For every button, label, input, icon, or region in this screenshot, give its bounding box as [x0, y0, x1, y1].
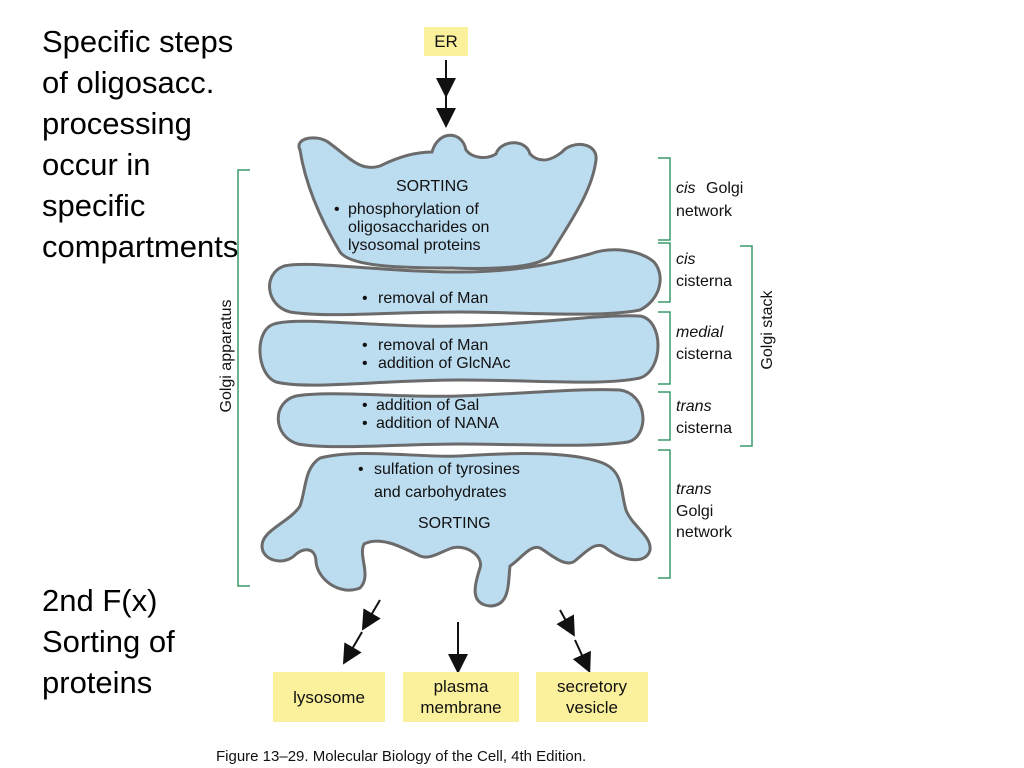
trans-network-bullet: •	[358, 461, 364, 478]
bracket-cis-cisterna	[658, 242, 671, 303]
plasma-membrane-box	[403, 672, 519, 722]
cis-network-sorting: SORTING	[396, 178, 469, 195]
figure-caption: Figure 13–29. Molecular Biology of the C…	[216, 748, 587, 765]
bracket-cis-golgi-network	[658, 157, 671, 241]
arrow-to-secretory-2	[572, 639, 591, 674]
cis-network-line2: oligosaccharides on	[348, 219, 489, 236]
cis-network-line1: phosphorylation of	[348, 201, 479, 218]
label-cis-network-italic: cis	[676, 180, 696, 197]
arrow-to-lysosome-1	[361, 599, 381, 631]
medial-line2: addition of GlcNAc	[378, 355, 511, 372]
label-trans-cisterna-line2: cisterna	[676, 420, 732, 437]
cis-golgi-network-shape	[297, 133, 598, 270]
label-trans-network-italic: trans	[676, 481, 712, 498]
label-cis-cisterna-italic: cis	[676, 251, 696, 268]
golgi-apparatus-label: Golgi apparatus	[218, 300, 235, 413]
trans-line1: addition of Gal	[376, 397, 479, 414]
bracket-medial-cisterna	[658, 311, 671, 385]
left-note-compartments: Specific steps of oligosacc. processing …	[42, 24, 239, 264]
secretory-label-line2: vesicle	[566, 698, 618, 717]
cis-cisterna-bullet: •	[362, 290, 368, 307]
label-cis-cisterna-line2: cisterna	[676, 273, 732, 290]
cis-cisterna-shape	[268, 248, 662, 317]
left-note-sorting: 2nd F(x) Sorting of proteins	[42, 583, 175, 700]
golgi-stack-bracket	[740, 245, 753, 447]
label-cis-network-line2: network	[676, 203, 733, 220]
medial-bullet-2: •	[362, 355, 368, 372]
trans-bullet-1: •	[362, 397, 368, 414]
trans-bullet-2: •	[362, 415, 368, 432]
bracket-trans-cisterna	[658, 391, 671, 441]
lysosome-box	[273, 672, 385, 722]
er-label: ER	[434, 32, 458, 51]
arrow-to-secretory-1	[556, 609, 575, 637]
label-trans-network-line3: network	[676, 524, 733, 541]
arrow-to-lysosome-2	[342, 631, 363, 665]
trans-network-line1: sulfation of tyrosines	[374, 461, 520, 478]
plasma-label-line2: membrane	[420, 698, 501, 717]
trans-network-line2: and carbohydrates	[374, 484, 507, 501]
label-medial-italic: medial	[676, 324, 724, 341]
label-trans-network-line2: Golgi	[676, 503, 713, 520]
bracket-trans-golgi-network	[658, 449, 671, 579]
golgi-apparatus-bracket	[237, 169, 250, 587]
label-medial-line2: cisterna	[676, 346, 732, 363]
lysosome-label: lysosome	[293, 688, 365, 707]
trans-golgi-network-shape	[260, 451, 652, 608]
cis-network-bullet: •	[334, 201, 340, 218]
er-box	[424, 27, 468, 56]
medial-line1: removal of Man	[378, 337, 488, 354]
medial-cisterna-shape	[258, 314, 660, 387]
cis-network-line3: lysosomal proteins	[348, 237, 481, 254]
trans-line2: addition of NANA	[376, 415, 499, 432]
plasma-label-line1: plasma	[434, 677, 489, 696]
trans-network-sorting: SORTING	[418, 515, 491, 532]
trans-cisterna-shape	[276, 388, 645, 449]
cis-cisterna-line1: removal of Man	[378, 290, 488, 307]
label-cis-network-rest: Golgi	[706, 180, 743, 197]
secretory-vesicle-box	[536, 672, 648, 722]
label-trans-cisterna-italic: trans	[676, 398, 712, 415]
secretory-label-line1: secretory	[557, 677, 627, 696]
golgi-stack-label: Golgi stack	[759, 289, 776, 369]
medial-bullet-1: •	[362, 337, 368, 354]
